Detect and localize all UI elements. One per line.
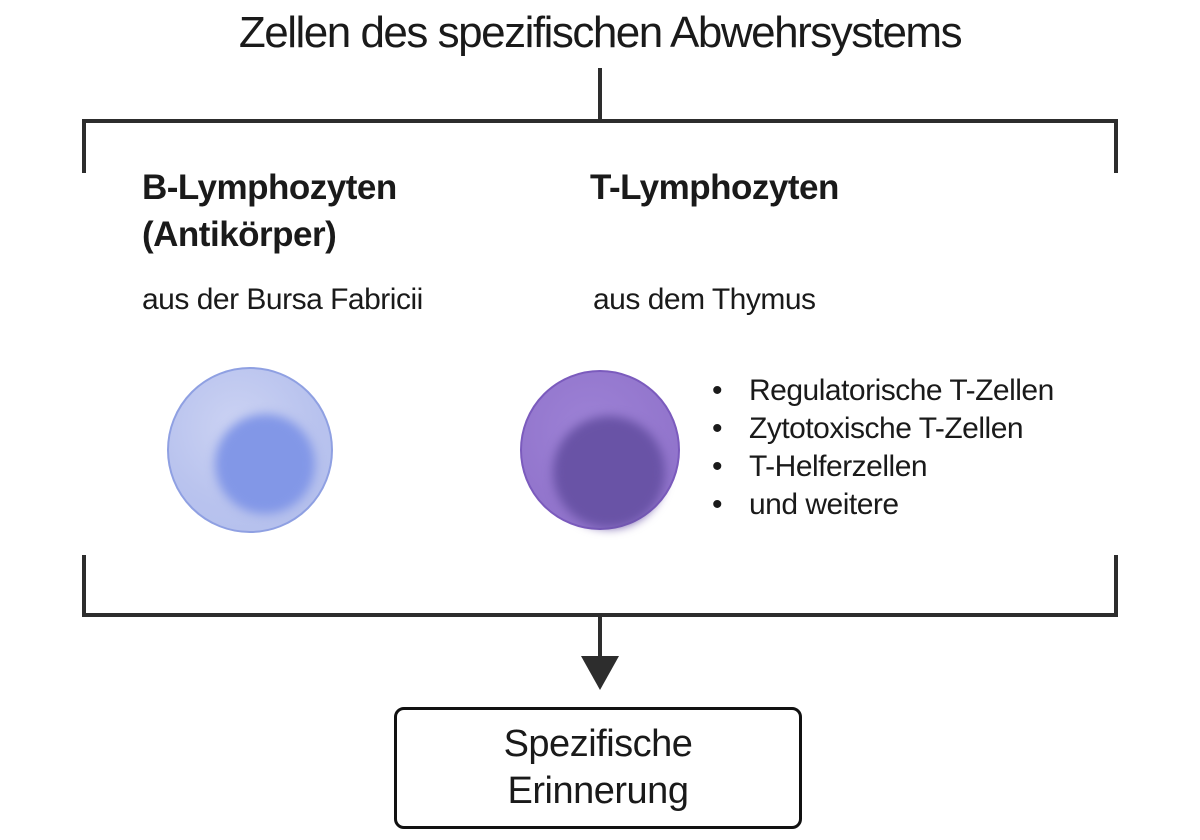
t-lymphocyte-heading: T-Lymphozyten: [590, 164, 839, 211]
b-lymphocyte-heading: B-Lymphozyten (Antikörper): [142, 164, 397, 258]
diagram-title: Zellen des spezifischen Abwehrsystems: [238, 8, 963, 57]
b-cell-nucleus: [215, 414, 315, 514]
top-bracket-right-tick: [1114, 119, 1118, 173]
t-cell-type-label: T-Helferzellen: [749, 450, 928, 483]
down-arrow-stem: [598, 615, 602, 659]
result-box-line1: Spezifische: [503, 723, 693, 765]
t-cell-type-label: und weitere: [749, 488, 899, 521]
t-lymphocyte-cell-illustration: [520, 370, 680, 530]
t-origin-label: aus dem Thymus: [593, 283, 816, 316]
specific-memory-box: Spezifische Erinnerung: [394, 707, 802, 829]
t-cell-type-item: Regulatorische T-Zellen: [712, 372, 1054, 410]
bottom-bracket-right-tick: [1114, 555, 1118, 615]
b-origin-label: aus der Bursa Fabricii: [142, 283, 423, 316]
t-cell-type-item: Zytotoxische T-Zellen: [712, 410, 1054, 448]
top-bracket-horizontal: [82, 119, 1118, 123]
bottom-bracket-left-tick: [82, 555, 86, 615]
result-box-line2: Erinnerung: [507, 770, 689, 812]
b-heading-line1: B-Lymphozyten: [142, 168, 397, 207]
t-cell-type-item: und weitere: [712, 486, 1054, 524]
b-lymphocyte-cell-illustration: [167, 367, 333, 533]
top-bracket-left-tick: [82, 119, 86, 173]
t-cell-type-label: Regulatorische T-Zellen: [749, 374, 1054, 407]
title-connector-line: [598, 68, 602, 121]
t-heading-line1: T-Lymphozyten: [590, 168, 839, 207]
down-arrow-head: [581, 656, 619, 690]
b-heading-line2: (Antikörper): [142, 215, 337, 254]
t-cell-nucleus: [553, 416, 665, 528]
t-cell-type-label: Zytotoxische T-Zellen: [749, 412, 1024, 445]
t-cell-types-list: Regulatorische T-ZellenZytotoxische T-Ze…: [712, 372, 1054, 524]
t-cell-type-item: T-Helferzellen: [712, 448, 1054, 486]
